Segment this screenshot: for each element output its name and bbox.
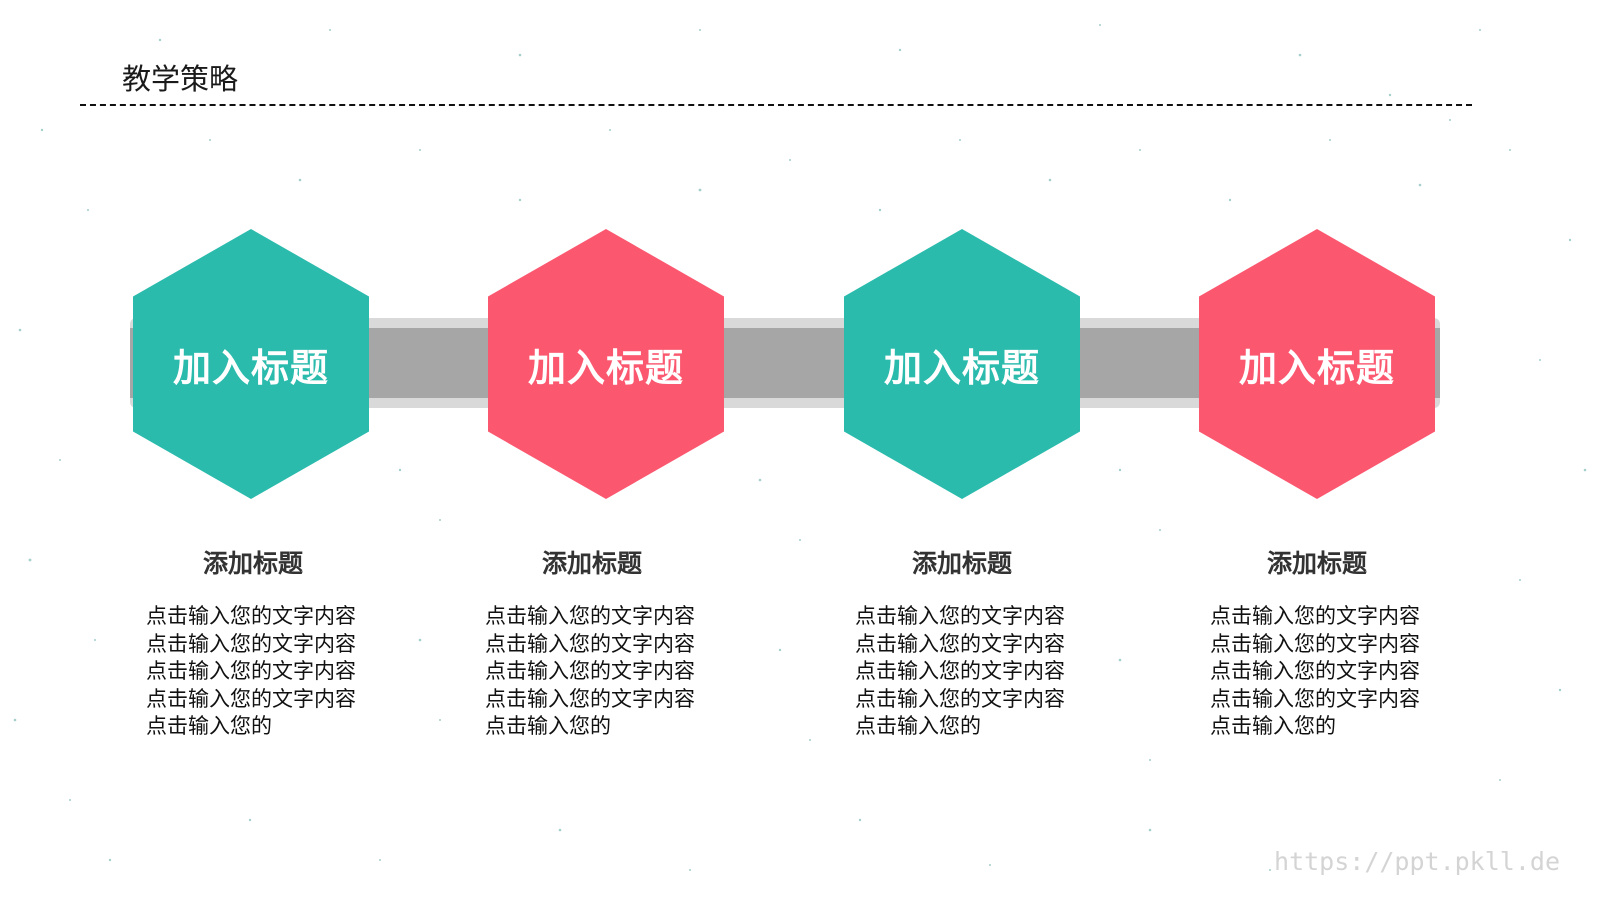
hexagon-step-2[interactable]: 加入标题 <box>488 229 724 499</box>
step-3-body[interactable]: 点击输入您的文字内容点击输入您的文字内容点击输入您的文字内容点击输入您的文字内容… <box>855 604 1065 738</box>
step-4-body[interactable]: 点击输入您的文字内容点击输入您的文字内容点击输入您的文字内容点击输入您的文字内容… <box>1210 604 1420 738</box>
watermark: https://ppt.pkll.de <box>1274 847 1560 876</box>
step-3-caption: 添加标题 <box>911 549 1012 578</box>
hexagon-label: 加入标题 <box>1238 345 1395 390</box>
step-2-body[interactable]: 点击输入您的文字内容点击输入您的文字内容点击输入您的文字内容点击输入您的文字内容… <box>485 604 695 738</box>
hexagon-label: 加入标题 <box>172 345 329 390</box>
hexagon-label: 加入标题 <box>883 345 1040 390</box>
page-title: 教学策略 <box>122 62 239 96</box>
hexagon-step-1[interactable]: 加入标题 <box>133 229 369 499</box>
hexagon-step-3[interactable]: 加入标题 <box>844 229 1080 499</box>
hexagon-label: 加入标题 <box>527 345 684 390</box>
step-2-caption: 添加标题 <box>541 549 642 578</box>
step-4-caption: 添加标题 <box>1266 549 1367 578</box>
step-1-body[interactable]: 点击输入您的文字内容点击输入您的文字内容点击输入您的文字内容点击输入您的文字内容… <box>146 604 356 738</box>
dashed-divider <box>80 104 1472 106</box>
step-1-caption: 添加标题 <box>202 549 303 578</box>
hexagon-step-4[interactable]: 加入标题 <box>1199 229 1435 499</box>
